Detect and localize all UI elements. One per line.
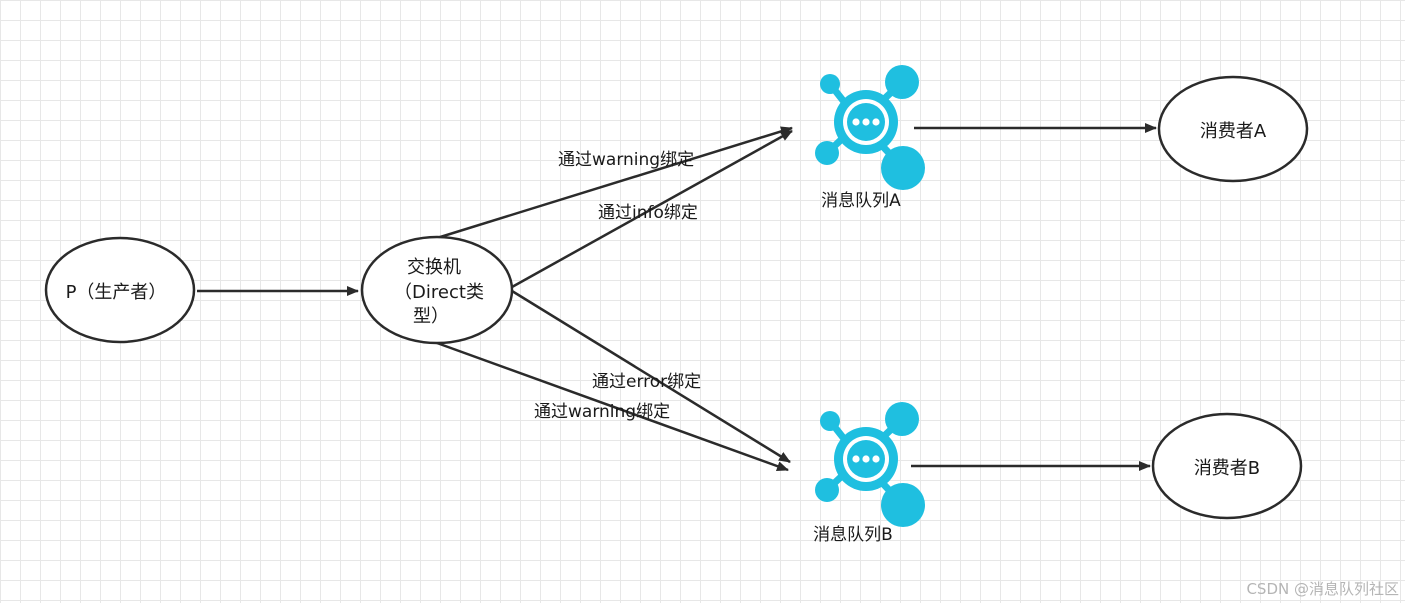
queue-b-label: 消息队列B [813, 525, 893, 545]
queue-a-node[interactable]: 消息队列A [815, 65, 925, 211]
edge-warning-to-queue-a [436, 126, 793, 240]
producer-ellipse [44, 236, 196, 344]
edge-label-info-a: 通过info绑定 [598, 203, 698, 223]
exchange-label-line1: 交换机 [407, 257, 461, 278]
edge-label-warning-a: 通过warning绑定 [558, 150, 694, 170]
queue-b-node[interactable]: 消息队列B [813, 402, 925, 545]
edge-error-to-queue-b [511, 289, 791, 464]
watermark: CSDN @消息队列社区 [1246, 580, 1399, 598]
queue-a-label: 消息队列A [821, 191, 901, 211]
producer-label: P（生产者） [66, 282, 167, 303]
edge-info-to-queue-a [511, 129, 793, 289]
exchange-label-line3: 型） [413, 306, 449, 327]
exchange-node[interactable]: 交换机 （Direct类 型） [360, 235, 514, 345]
message-queue-icon [815, 402, 925, 527]
edge-warning-to-queue-b [436, 341, 789, 472]
message-queue-icon [815, 65, 925, 190]
exchange-label-line2: （Direct类 [394, 282, 484, 303]
edge-label-warning-b: 通过warning绑定 [534, 402, 670, 422]
exchange-ellipse [360, 235, 514, 345]
consumer-b-node[interactable]: 消费者B [1151, 412, 1303, 520]
consumer-b-label: 消费者B [1194, 458, 1260, 479]
edge-label-error-b: 通过error绑定 [592, 372, 701, 392]
consumer-a-node[interactable]: 消费者A [1157, 75, 1309, 183]
consumer-a-label: 消费者A [1200, 121, 1267, 142]
producer-node[interactable]: P（生产者） [44, 236, 196, 344]
consumer-b-ellipse [1151, 412, 1303, 520]
consumer-a-ellipse [1157, 75, 1309, 183]
